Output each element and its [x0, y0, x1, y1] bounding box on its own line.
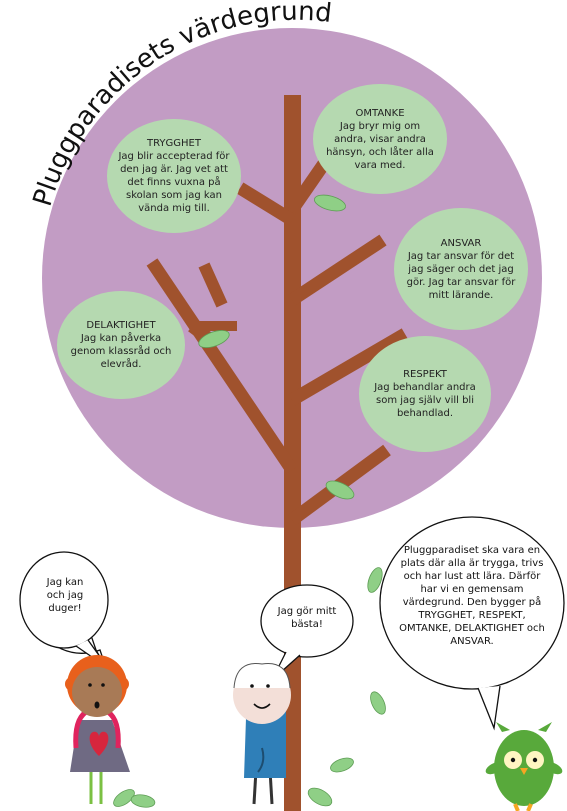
value-text: Jag blir accepterad för den jag är. Jag … — [118, 151, 230, 214]
leaf — [130, 794, 156, 808]
speech-bubble-shapes — [19, 516, 565, 731]
girl-figure — [65, 655, 130, 804]
speech-bubble-girl-body — [19, 551, 109, 649]
value-heading: TRYGGHET — [147, 138, 201, 149]
leaf — [307, 787, 333, 807]
owl-figure — [485, 722, 563, 811]
value-bubble-delaktighet: DELAKTIGHET Jag kan påverka genom klassrå… — [57, 291, 185, 399]
value-text: Jag kan påverka genom klassråd och elevr… — [70, 333, 172, 370]
boy-figure — [233, 663, 291, 805]
value-heading: OMTANKE — [355, 107, 405, 119]
speech-text-girl: Jag kan och jag duger! — [46, 577, 84, 614]
speech-bubble-owl-body — [379, 516, 565, 690]
value-text: Jag behandlar andra som jag själv vill b… — [374, 382, 476, 419]
value-text: Jag bryr mig om andra, visar andra hänsy… — [326, 120, 434, 171]
value-heading: ANSVAR — [440, 237, 482, 249]
speech-bubble-owl-tail — [477, 685, 501, 731]
leaf — [198, 330, 230, 348]
speech-text-owl: Pluggparadiset ska vara en plats där all… — [399, 545, 545, 647]
tree-twig — [198, 262, 228, 308]
value-bubble-trygghet: TRYGGHET Jag blir accepterad för den jag … — [107, 119, 241, 233]
leaf — [370, 691, 386, 715]
leaf — [367, 567, 383, 593]
leaf — [113, 789, 135, 807]
leaf — [325, 480, 355, 500]
leaf — [314, 194, 346, 212]
speech-text-boy: Jag gör mitt bästa! — [277, 606, 337, 630]
heart-icon — [89, 731, 109, 756]
value-heading: RESPEKT — [403, 369, 447, 380]
speech-bubble-boy-body — [260, 584, 354, 658]
value-bubble-respekt: RESPEKT Jag behandlar andra som jag själv… — [359, 336, 491, 452]
value-text: Jag tar ansvar för det jag säger och det… — [406, 250, 516, 301]
leaf — [330, 757, 354, 773]
leaves — [113, 194, 386, 808]
value-heading: DELAKTIGHET — [86, 320, 156, 331]
